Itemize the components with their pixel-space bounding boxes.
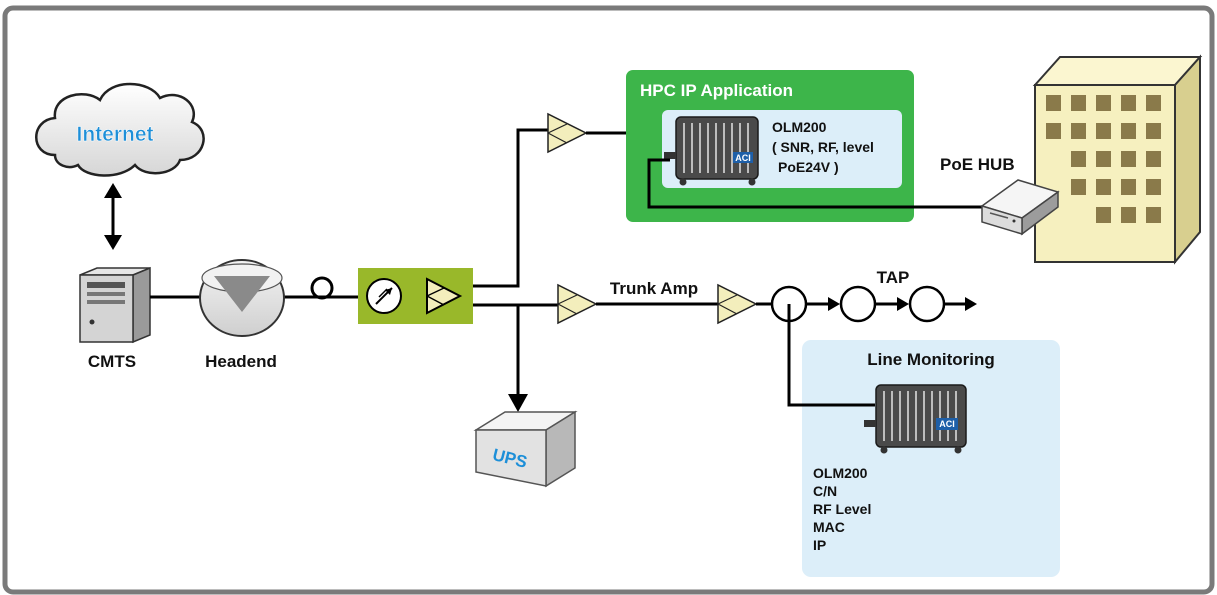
hpc-desc-line-2: ( SNR, RF, level [772, 139, 874, 155]
hpc-device-logo: ACI [735, 153, 751, 163]
fiber-loop-icon [310, 276, 334, 300]
node-amplifier-icon [426, 277, 463, 315]
poe-hub-icon [980, 179, 1060, 236]
internet-label: Internet [76, 123, 153, 146]
internet-cloud: Internet [35, 82, 205, 177]
ups-arrow-icon [508, 394, 528, 412]
trunk-amplifier-2-icon [717, 283, 758, 325]
tap-chain [770, 285, 977, 323]
line-monitoring-cable [787, 304, 875, 407]
lm-device-logo: ACI [939, 419, 955, 429]
hpc-desc-line-3: PoE24V ) [778, 159, 839, 175]
hpc-poe-cable [647, 158, 985, 209]
hpc-olm200-device-icon: ACI [664, 116, 759, 186]
building-icon [1032, 54, 1203, 265]
headend-label: Headend [205, 352, 277, 371]
trunk-amplifier-1-icon [557, 283, 598, 325]
headend-icon [199, 259, 285, 337]
hpc-desc-line-1: OLM200 [772, 119, 827, 135]
poe-hub-label: PoE HUB [940, 155, 1015, 174]
cmts-label: CMTS [88, 352, 136, 371]
hpc-branch-amplifier-icon [547, 112, 588, 154]
lm-desc-line-5: IP [813, 537, 826, 553]
lm-desc-line-3: RF Level [813, 501, 871, 517]
line-monitoring-panel: Line Monitoring OLM200 C/N RF Level MAC … [802, 340, 1060, 577]
internet-cmts-link [104, 183, 122, 250]
lm-desc-line-4: MAC [813, 519, 845, 535]
lm-desc-line-2: C/N [813, 483, 837, 499]
tap-3-icon [908, 285, 946, 323]
tap-label: TAP [877, 268, 910, 287]
tap-2-icon [839, 285, 877, 323]
line-monitoring-title: Line Monitoring [867, 350, 994, 369]
trunk-amp-label: Trunk Amp [610, 279, 698, 298]
lm-olm200-device-icon: ACI [864, 384, 967, 454]
lm-desc-line-1: OLM200 [813, 465, 868, 481]
hpc-branch-line [473, 128, 548, 288]
optical-node [358, 268, 473, 324]
hpc-title: HPC IP Application [640, 81, 793, 100]
ups-box: UPS [473, 410, 578, 488]
hpc-ip-application-panel: HPC IP Application OLM200 ( SNR, RF, lev… [626, 70, 914, 222]
cmts-server-icon [79, 266, 151, 344]
